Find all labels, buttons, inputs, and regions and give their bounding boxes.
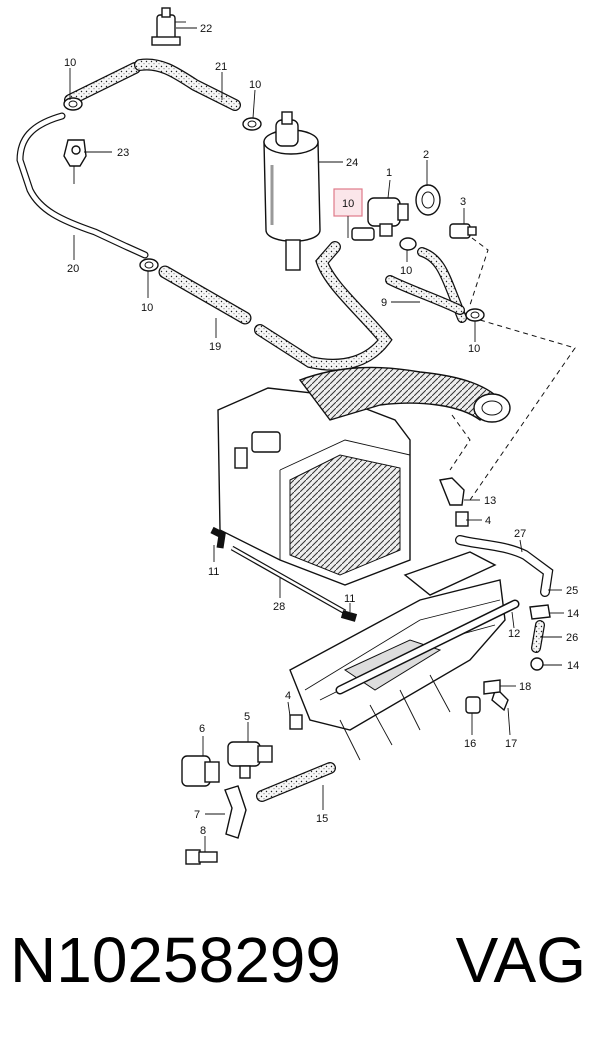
callout-10b: 10 <box>249 79 261 91</box>
callout-10c: 10 <box>141 302 153 314</box>
connector-3 <box>449 223 477 239</box>
callout-14a: 14 <box>567 608 579 620</box>
footer: N10258299 VAG <box>0 915 600 1005</box>
brand-label: VAG <box>455 924 586 996</box>
clip-18 <box>483 679 501 695</box>
hose-15 <box>256 762 336 802</box>
cap-17 <box>491 686 509 712</box>
callout-11b: 11 <box>344 593 355 605</box>
callout-2: 2 <box>423 149 429 161</box>
callout-6: 6 <box>199 723 205 735</box>
clamp-10-right <box>465 308 485 322</box>
callout-17: 17 <box>505 738 517 750</box>
clamp-10-mid <box>399 237 417 251</box>
callout-10e: 10 <box>468 343 480 355</box>
callout-13: 13 <box>484 495 496 507</box>
callout-7: 7 <box>194 809 200 821</box>
hose-20 <box>16 112 149 259</box>
valve-5 <box>227 741 273 779</box>
callout-18: 18 <box>519 681 531 693</box>
dashed-route <box>449 237 576 501</box>
hose-to-box <box>254 241 393 371</box>
clip-14-lower <box>530 657 544 671</box>
callout-12: 12 <box>508 628 520 640</box>
bolt-8 <box>185 849 218 865</box>
callout-22: 22 <box>200 23 212 35</box>
callout-11a: 11 <box>208 566 219 578</box>
callout-9: 9 <box>381 297 387 309</box>
callout-21: 21 <box>215 61 227 73</box>
callout-23: 23 <box>117 147 129 159</box>
callout-14b: 14 <box>567 660 579 672</box>
clamp-10-mid-left <box>139 258 159 272</box>
elbow-7 <box>224 785 247 839</box>
valve-1 <box>351 197 409 241</box>
callout-10a: 10 <box>64 57 76 69</box>
callout-25: 25 <box>566 585 578 597</box>
callout-24: 24 <box>346 157 358 169</box>
callout-26: 26 <box>566 632 578 644</box>
callout-4b: 4 <box>285 690 291 702</box>
tube-12 <box>335 599 520 695</box>
air-filter-housing <box>217 387 411 586</box>
elbow-13 <box>439 477 469 527</box>
callout-5: 5 <box>244 711 250 723</box>
intake-manifold <box>289 551 506 761</box>
callout-10d: 10 <box>400 265 412 277</box>
callout-8: 8 <box>200 825 206 837</box>
hose-19 <box>158 265 252 325</box>
sensor-6 <box>181 755 220 787</box>
callout-3: 3 <box>460 196 466 208</box>
hose-21 <box>134 58 241 111</box>
hose-upper-left <box>64 62 141 106</box>
part-number: N10258299 <box>10 924 341 996</box>
callout-16: 16 <box>464 738 476 750</box>
callout-28: 28 <box>273 601 285 613</box>
callout-27: 27 <box>514 528 526 540</box>
callout-1: 1 <box>386 167 392 179</box>
hose-27 <box>455 535 554 597</box>
connector-22 <box>151 7 186 46</box>
bracket-23 <box>63 139 87 184</box>
callout-20: 20 <box>67 263 79 275</box>
hose-26 <box>531 620 545 653</box>
callout-15: 15 <box>316 813 328 825</box>
callout-10-highlighted: 10 <box>342 198 354 210</box>
clamp-10-upper-left <box>63 97 83 111</box>
intake-duct <box>298 366 511 423</box>
cap-2 <box>415 184 441 216</box>
hose-9 <box>385 247 467 323</box>
connector-4 <box>289 714 303 730</box>
leader-lines <box>69 27 564 852</box>
clip-14-upper <box>529 604 551 620</box>
rod-28 <box>210 526 358 622</box>
parts-diagram: 22 10 21 10 23 1 2 24 10 3 20 10 10 9 19… <box>16 7 579 865</box>
cap-16 <box>465 696 481 714</box>
callout-4a: 4 <box>485 515 491 527</box>
callout-19: 19 <box>209 341 221 353</box>
canister-24 <box>263 111 321 271</box>
clamp-10-upper-mid <box>242 117 262 131</box>
callout-labels: 22 10 21 10 23 1 2 24 10 3 20 10 10 9 19… <box>64 23 579 837</box>
